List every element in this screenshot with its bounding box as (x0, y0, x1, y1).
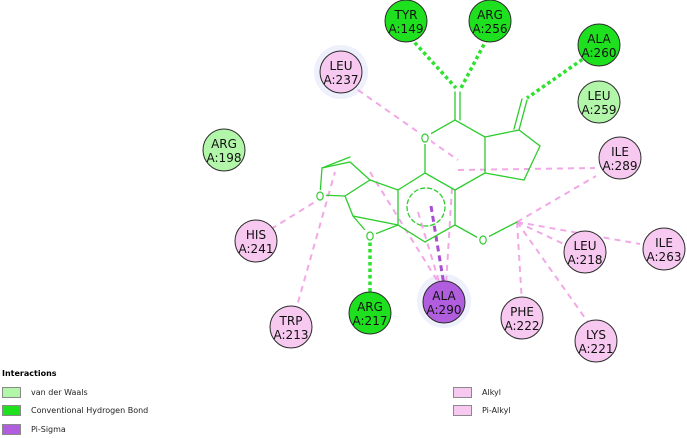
residue-layer: TYRA:149ARGA:256ALAA:260LEUA:237LEUA:259… (202, 0, 686, 363)
legend-swatch-alkyl (453, 386, 472, 398)
residue-number: A:221 (579, 342, 614, 356)
residue-name: ARG (211, 137, 237, 151)
residue-name: ARG (477, 8, 503, 22)
residue-number: A:256 (473, 22, 508, 36)
ligand-oxygen-glyphs (316, 133, 487, 245)
legend-swatch-hbond (2, 404, 21, 416)
residue-disc (577, 23, 621, 67)
legend-item-alkyl: Alkyl (453, 385, 501, 399)
legend-item-vdw: van der Waals (2, 385, 88, 399)
residue-disc (422, 280, 466, 324)
residue-number: A:218 (568, 253, 603, 267)
legend-title: Interactions (2, 369, 57, 378)
residue-name: ARG (357, 300, 383, 314)
residue-name: HIS (246, 228, 266, 242)
residue-name: LYS (586, 328, 606, 342)
residue-disc (563, 230, 607, 274)
residue-name: LEU (587, 89, 610, 103)
residue-disc (384, 0, 428, 43)
ligand-structure (319, 91, 541, 243)
residue-number: A:260 (582, 46, 617, 60)
residue-number: A:263 (647, 250, 682, 264)
residue-disc (577, 80, 621, 124)
legend-item-hbond: Conventional Hydrogen Bond (2, 403, 148, 417)
residue-disc (598, 136, 642, 180)
residue-disc (348, 291, 392, 335)
residue-name: TYR (394, 8, 418, 22)
legend-label-alkyl: Alkyl (482, 387, 501, 397)
legend-item-pisigma: Pi-Sigma (2, 422, 66, 436)
hbond-lines (368, 31, 595, 296)
residue-disc (234, 219, 278, 263)
residue-number: A:259 (582, 103, 617, 117)
residue-disc (500, 296, 544, 340)
residue-number: A:222 (505, 319, 540, 333)
residue-number: A:198 (207, 151, 242, 165)
residue-number: A:237 (324, 73, 359, 87)
residue-disc (202, 128, 246, 172)
residue-disc (319, 50, 363, 94)
pisigma-line (429, 205, 446, 286)
legend-label-vdw: van der Waals (31, 387, 88, 397)
legend-swatch-pisigma (2, 423, 21, 435)
residue-number: A:149 (389, 22, 424, 36)
alkyl-lines (270, 89, 641, 326)
residue-number: A:290 (427, 303, 462, 317)
interaction-lines (270, 31, 641, 326)
residue-name: PHE (510, 305, 534, 319)
residue-name: ALA (432, 289, 456, 303)
residue-name: LEU (329, 59, 352, 73)
legend-item-pialkyl: Pi-Alkyl (453, 403, 511, 417)
residue-number: A:289 (603, 159, 638, 173)
legend-swatch-vdw (2, 386, 21, 398)
residue-number: A:217 (353, 314, 388, 328)
residue-name: LEU (573, 239, 596, 253)
residue-name: ILE (655, 236, 673, 250)
residue-disc (269, 305, 313, 349)
residue-name: ALA (587, 32, 611, 46)
residue-disc (642, 227, 686, 271)
residue-name: ILE (611, 145, 629, 159)
residue-disc (468, 0, 512, 43)
residue-number: A:213 (274, 328, 309, 342)
legend-swatch-pialkyl (453, 404, 472, 416)
legend-label-pisigma: Pi-Sigma (31, 424, 66, 434)
residue-name: TRP (279, 314, 303, 328)
legend-label-hbond: Conventional Hydrogen Bond (31, 405, 149, 415)
ligand-oxygens (314, 132, 489, 246)
residue-disc (574, 319, 618, 363)
legend-label-pialkyl: Pi-Alkyl (482, 405, 511, 415)
residue-number: A:241 (239, 242, 274, 256)
